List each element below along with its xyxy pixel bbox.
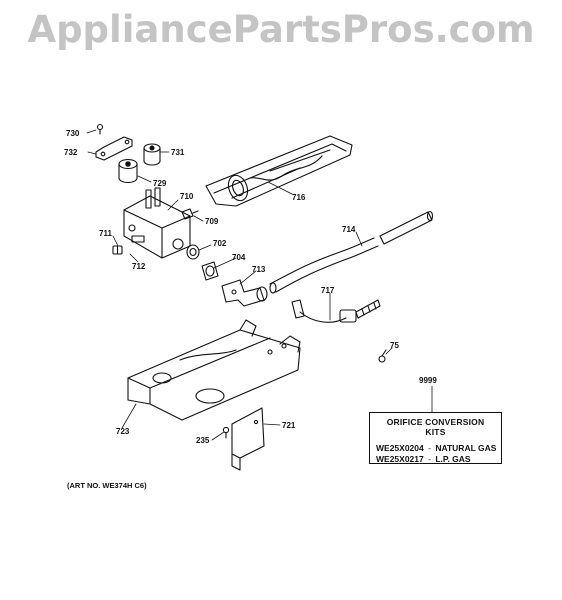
part-711-fitting — [112, 245, 123, 255]
label-710: 710 — [180, 192, 194, 201]
label-709: 709 — [205, 217, 219, 226]
part-716-burner — [205, 135, 353, 207]
label-731: 731 — [171, 148, 185, 157]
label-704: 704 — [232, 253, 246, 262]
part-235-screw — [222, 426, 230, 439]
callout-labels: 730 732 731 729 710 709 711 702 712 704 … — [64, 129, 399, 445]
orifice-conversion-kits-box: ORIFICE CONVERSION KITS WE25X0204 - NATU… — [369, 412, 502, 464]
label-716: 716 — [292, 193, 306, 202]
part-75-screw — [378, 349, 387, 363]
part-709-orifice — [181, 208, 199, 220]
kit-number: 9999 — [419, 376, 437, 385]
label-702: 702 — [213, 239, 227, 248]
label-723: 723 — [116, 427, 130, 436]
kit-description: NATURAL GAS — [435, 443, 497, 453]
kit-row-lp-gas: WE25X0217 - L.P. GAS — [376, 454, 495, 465]
label-712: 712 — [132, 262, 146, 271]
art-number: (ART NO. WE374H C6) — [67, 481, 147, 490]
label-730: 730 — [66, 129, 80, 138]
part-729-coil — [118, 158, 138, 184]
part-730-screw — [96, 123, 104, 135]
part-714-gas-tube — [269, 210, 434, 294]
kit-description: L.P. GAS — [435, 454, 471, 464]
label-75: 75 — [390, 341, 399, 350]
label-729: 729 — [153, 179, 167, 188]
part-712-gas-valve — [123, 187, 191, 259]
part-717-igniter — [291, 299, 381, 323]
part-713-elbow — [221, 279, 268, 307]
kit-part-number: WE25X0217 — [376, 454, 424, 464]
kit-separator: - — [428, 443, 431, 453]
kit-title: ORIFICE CONVERSION KITS — [386, 417, 485, 437]
part-723-mounting-plate — [127, 319, 301, 421]
part-704-fitting — [201, 261, 219, 281]
watermark: AppliancePartsPros.com — [27, 8, 535, 51]
label-721: 721 — [282, 421, 296, 430]
kit-part-number: WE25X0204 — [376, 443, 424, 453]
part-702-nut — [186, 244, 200, 260]
kit-separator: - — [428, 454, 431, 464]
label-713: 713 — [252, 265, 266, 274]
kit-row-natural-gas: WE25X0204 - NATURAL GAS — [376, 443, 497, 454]
label-711: 711 — [99, 229, 112, 238]
part-721-bracket — [231, 407, 265, 471]
label-732: 732 — [64, 148, 78, 157]
label-235: 235 — [196, 436, 210, 445]
leader-lines — [86, 129, 393, 441]
label-714: 714 — [342, 225, 356, 234]
label-717: 717 — [321, 286, 335, 295]
part-732-bracket — [95, 136, 133, 161]
part-731-coil — [143, 143, 161, 166]
